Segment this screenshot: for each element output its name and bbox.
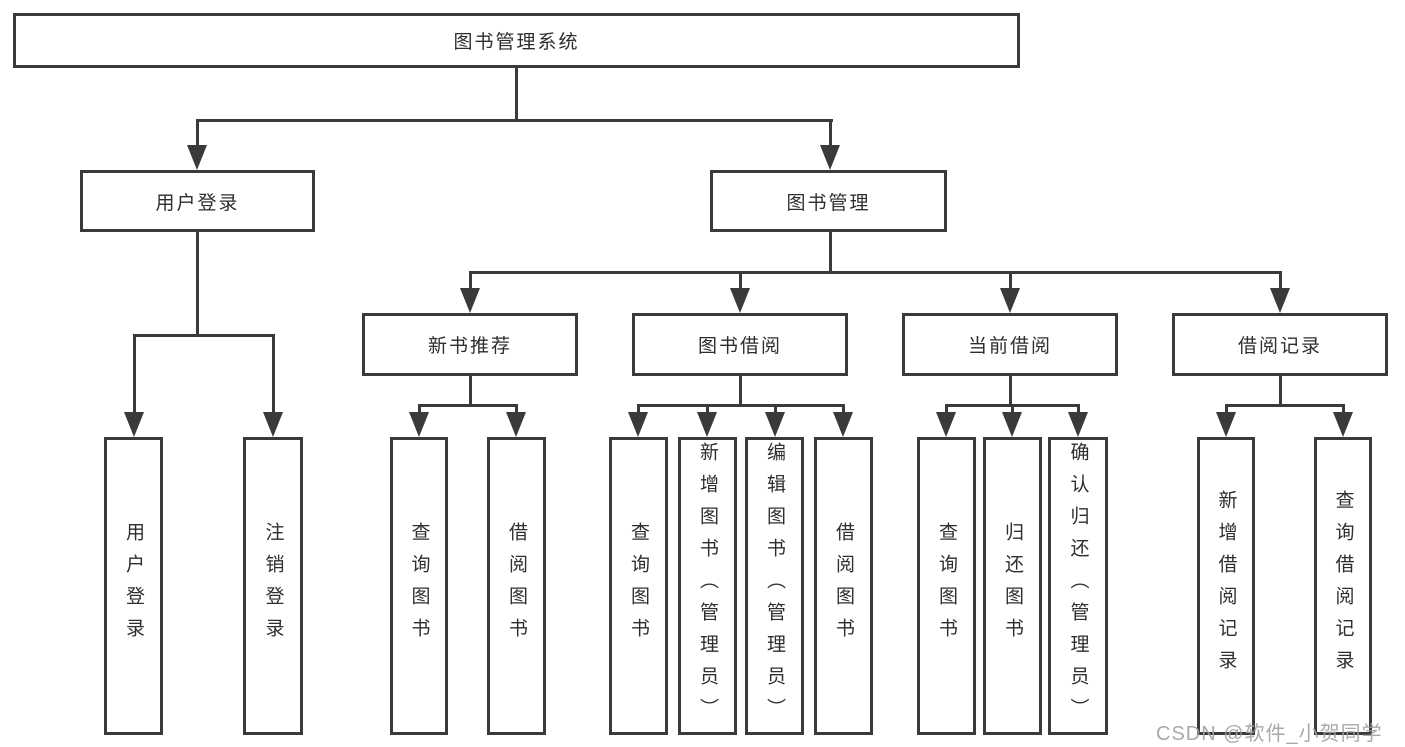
connector-line bbox=[1225, 404, 1345, 407]
leaf-label: 编辑图书（管理员） bbox=[764, 442, 785, 730]
node-label: 图书管理 bbox=[786, 192, 871, 214]
arrow-down-icon bbox=[730, 288, 750, 313]
node-new-book-recommend: 新书推荐 bbox=[362, 313, 578, 376]
connector-line bbox=[739, 376, 742, 407]
connector-line bbox=[1279, 376, 1282, 407]
connector-line bbox=[1009, 271, 1012, 290]
connector-line bbox=[706, 404, 709, 414]
connector-line bbox=[418, 404, 421, 414]
connector-line bbox=[272, 334, 275, 414]
leaf-query-books-1: 查询图书 bbox=[390, 437, 448, 735]
node-book-management: 图书管理 bbox=[710, 170, 947, 232]
arrow-down-icon bbox=[187, 145, 207, 170]
arrow-down-icon bbox=[820, 145, 840, 170]
node-root-system: 图书管理系统 bbox=[13, 13, 1020, 68]
node-label: 当前借阅 bbox=[967, 336, 1052, 357]
arrow-down-icon bbox=[833, 412, 853, 437]
connector-line bbox=[469, 271, 1282, 274]
leaf-label: 借阅图书 bbox=[833, 522, 854, 650]
leaf-label: 查询图书 bbox=[936, 522, 957, 650]
connector-line bbox=[515, 404, 518, 414]
connector-line bbox=[1011, 404, 1014, 414]
arrow-down-icon bbox=[460, 288, 480, 313]
node-label: 图书借阅 bbox=[697, 336, 782, 357]
leaf-logout: 注销登录 bbox=[243, 437, 303, 735]
node-book-borrowing: 图书借阅 bbox=[632, 313, 848, 376]
arrow-down-icon bbox=[936, 412, 956, 437]
node-label: 用户登录 bbox=[155, 192, 240, 214]
connector-line bbox=[418, 404, 518, 407]
connector-line bbox=[196, 232, 199, 337]
connector-line bbox=[133, 334, 136, 414]
arrow-down-icon bbox=[1270, 288, 1290, 313]
node-label: 图书管理系统 bbox=[453, 32, 580, 53]
arrow-down-icon bbox=[765, 412, 785, 437]
connector-line bbox=[196, 119, 833, 122]
node-label: 新书推荐 bbox=[427, 336, 512, 357]
arrow-down-icon bbox=[697, 412, 717, 437]
arrow-down-icon bbox=[1002, 412, 1022, 437]
watermark: CSDN @软件_小贺同学 bbox=[1156, 723, 1383, 745]
leaf-label: 查询图书 bbox=[628, 522, 649, 650]
leaf-label: 查询图书 bbox=[408, 522, 430, 650]
leaf-borrow-books-1: 借阅图书 bbox=[487, 437, 546, 735]
leaf-label: 借阅图书 bbox=[506, 522, 527, 650]
connector-line bbox=[637, 404, 640, 414]
connector-line bbox=[1279, 271, 1282, 290]
leaf-query-books-2: 查询图书 bbox=[609, 437, 668, 735]
node-label: 借阅记录 bbox=[1237, 336, 1322, 357]
arrow-down-icon bbox=[1216, 412, 1236, 437]
connector-line bbox=[829, 119, 832, 147]
arrow-down-icon bbox=[124, 412, 144, 437]
leaf-label: 确认归还（管理员） bbox=[1067, 442, 1089, 730]
connector-line bbox=[133, 334, 275, 337]
arrow-down-icon bbox=[263, 412, 283, 437]
connector-line bbox=[774, 404, 777, 414]
connector-line bbox=[637, 404, 845, 407]
leaf-return-books: 归还图书 bbox=[983, 437, 1042, 735]
leaf-label: 查询借阅记录 bbox=[1332, 490, 1354, 682]
connector-line bbox=[945, 404, 948, 414]
leaf-label: 注销登录 bbox=[262, 522, 284, 650]
arrow-down-icon bbox=[1333, 412, 1353, 437]
arrow-down-icon bbox=[1068, 412, 1088, 437]
connector-line bbox=[1009, 376, 1012, 407]
arrow-down-icon bbox=[1000, 288, 1020, 313]
connector-line bbox=[1342, 404, 1345, 414]
leaf-label: 新增图书（管理员） bbox=[697, 442, 718, 730]
leaf-add-borrow-record: 新增借阅记录 bbox=[1197, 437, 1255, 735]
leaf-query-books-3: 查询图书 bbox=[917, 437, 976, 735]
arrow-down-icon bbox=[628, 412, 648, 437]
leaf-label: 新增借阅记录 bbox=[1215, 490, 1237, 682]
node-current-borrowing: 当前借阅 bbox=[902, 313, 1118, 376]
connector-line bbox=[469, 376, 472, 407]
connector-line bbox=[829, 232, 832, 274]
leaf-borrow-books-2: 借阅图书 bbox=[814, 437, 873, 735]
leaf-confirm-return-admin: 确认归还（管理员） bbox=[1048, 437, 1108, 735]
leaf-add-book-admin: 新增图书（管理员） bbox=[678, 437, 737, 735]
node-borrowing-records: 借阅记录 bbox=[1172, 313, 1388, 376]
leaf-label: 归还图书 bbox=[1002, 522, 1023, 650]
arrow-down-icon bbox=[506, 412, 526, 437]
connector-line bbox=[469, 271, 472, 290]
node-user-login: 用户登录 bbox=[80, 170, 315, 232]
leaf-query-borrow-record: 查询借阅记录 bbox=[1314, 437, 1372, 735]
arrow-down-icon bbox=[409, 412, 429, 437]
leaf-edit-book-admin: 编辑图书（管理员） bbox=[745, 437, 804, 735]
connector-line bbox=[739, 271, 742, 290]
leaf-label: 用户登录 bbox=[123, 522, 144, 650]
leaf-user-login: 用户登录 bbox=[104, 437, 163, 735]
connector-line bbox=[515, 68, 518, 122]
connector-line bbox=[196, 119, 199, 147]
connector-line bbox=[1077, 404, 1080, 414]
connector-line bbox=[1225, 404, 1228, 414]
connector-line bbox=[842, 404, 845, 414]
